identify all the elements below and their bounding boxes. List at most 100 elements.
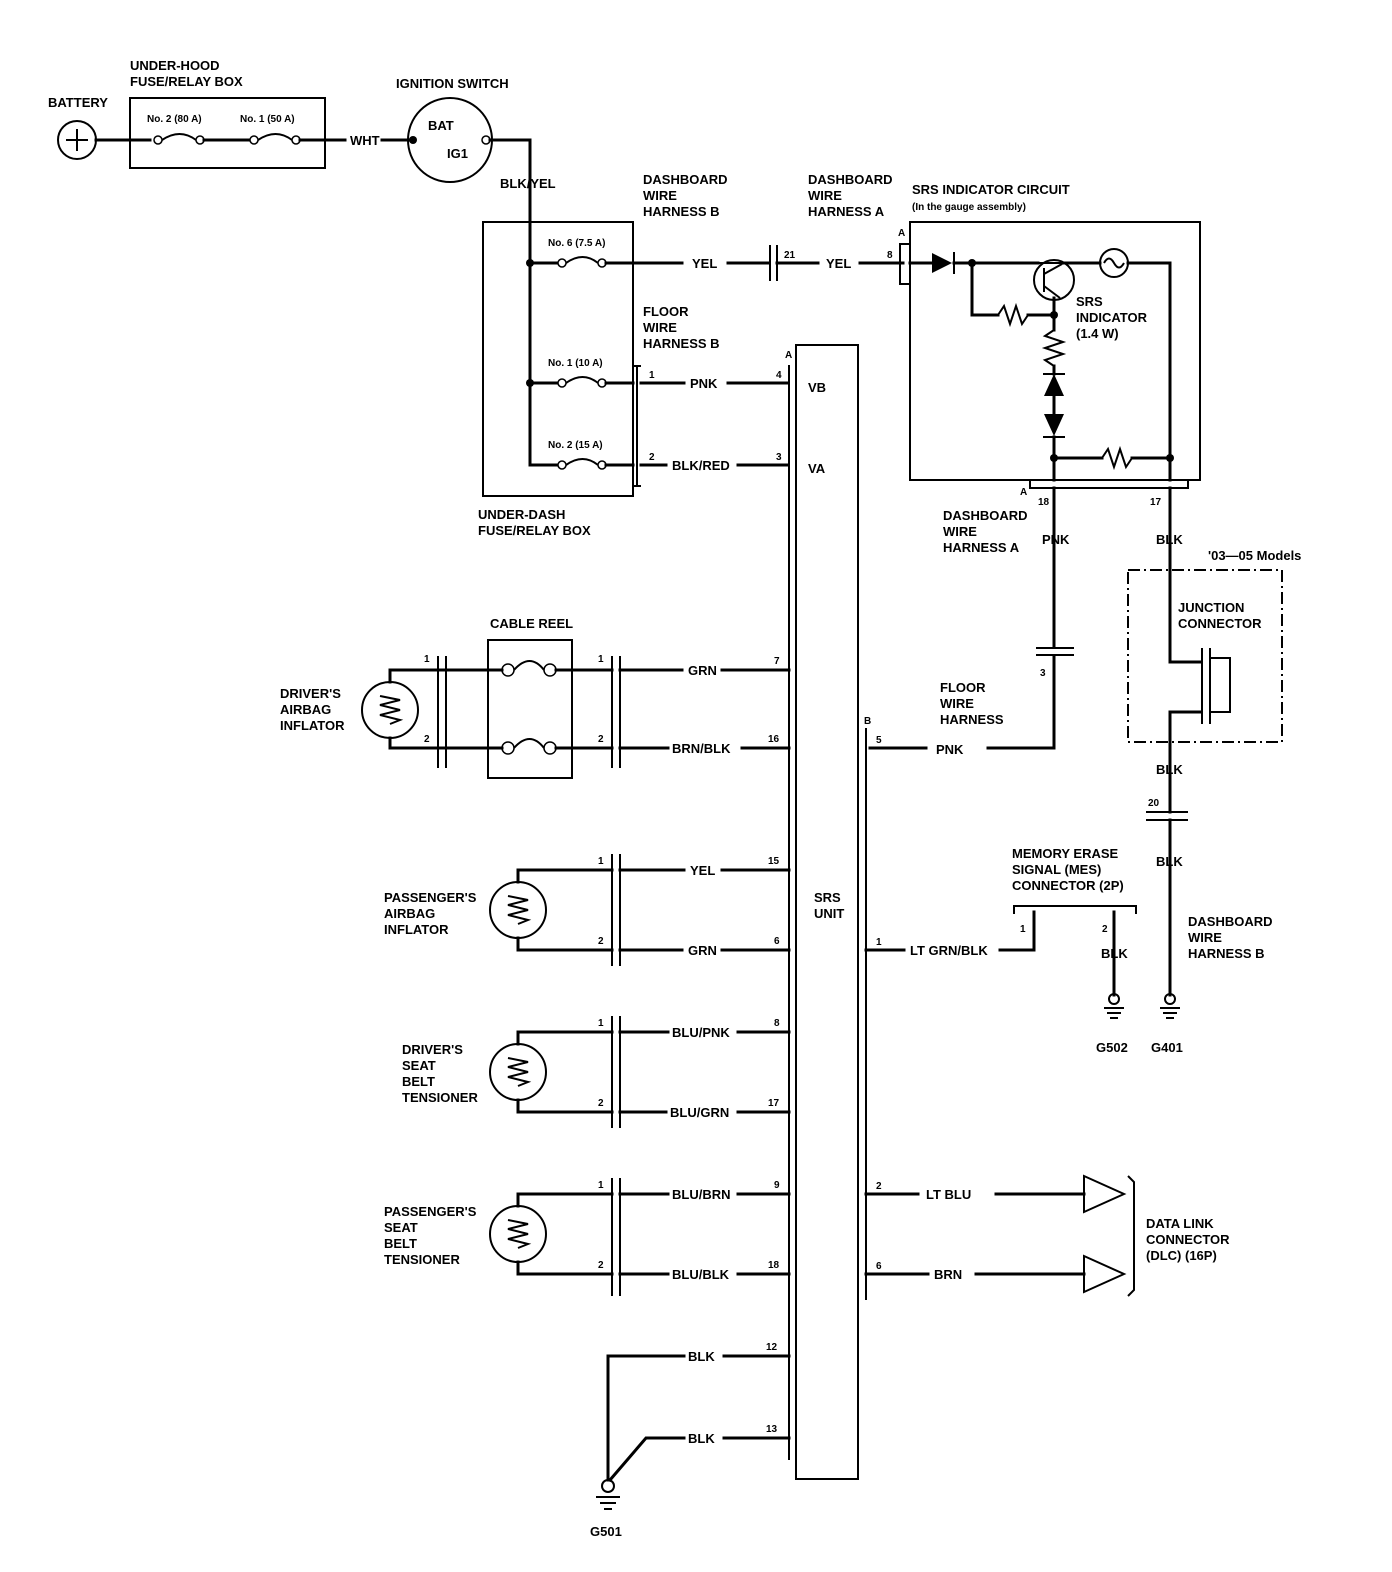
pin-1d: 1 — [598, 654, 604, 665]
pin-2h: 2 — [598, 1098, 604, 1109]
pin-a-gauge-2: A — [1020, 487, 1027, 498]
passenger-tensioner-connector — [611, 1178, 621, 1296]
mes-connector — [1013, 905, 1137, 914]
underhood-fuse-1-label: No. 1 (50 A) — [240, 114, 295, 125]
junction-connector-label-2: CONNECTOR — [1178, 616, 1262, 631]
passengers-tensioner-label-1: PASSENGER'S — [384, 1204, 477, 1219]
wire-blk-13: BLK — [688, 1431, 715, 1446]
mes-connector-label-1: MEMORY ERASE — [1012, 846, 1119, 861]
g502-label: G502 — [1096, 1040, 1128, 1055]
pin-2i: 2 — [598, 1260, 604, 1271]
junction-connector-label-1: JUNCTION — [1178, 600, 1244, 615]
passengers-airbag-label-3: INFLATOR — [384, 922, 449, 937]
pin-2d: 2 — [598, 734, 604, 745]
diode-1 — [1043, 373, 1065, 396]
underhood-box-label-1: UNDER-HOOD — [130, 58, 220, 73]
pin-b-srs: B — [864, 716, 871, 727]
dash-harness-b-top-1: DASHBOARD — [643, 172, 728, 187]
drivers-tensioner-label-3: BELT — [402, 1074, 435, 1089]
junction-connector — [1168, 648, 1231, 724]
dash-harness-a-top-1: DASHBOARD — [808, 172, 893, 187]
driver-airbag-connector — [437, 656, 447, 768]
dash-harness-a-top-2: WIRE — [808, 188, 842, 203]
models-note: '03—05 Models — [1208, 548, 1301, 563]
dash-harness-b-right-2: WIRE — [1188, 930, 1222, 945]
passengers-tensioner-label-2: SEAT — [384, 1220, 418, 1235]
wire-grn-driver: GRN — [688, 663, 717, 678]
floor-harness-b-2: WIRE — [643, 320, 677, 335]
floor-harness-b-3: HARNESS B — [643, 336, 720, 351]
wire-pnk-floor: PNK — [936, 742, 964, 757]
passengers-airbag-inflator-icon — [489, 881, 547, 939]
underdash-fuse-6 — [557, 256, 607, 268]
wire-blu-brn: BLU/BRN — [672, 1187, 731, 1202]
srs-indicator-label-3: (1.4 W) — [1076, 326, 1119, 341]
pin-1h: 1 — [598, 1018, 604, 1029]
cable-reel-connector — [611, 656, 621, 768]
underhood-fuse-2-label: No. 2 (80 A) — [147, 114, 202, 125]
wire-brn: BRN — [934, 1267, 962, 1282]
dash-harness-b-right-3: HARNESS B — [1188, 946, 1265, 961]
pin-15: 15 — [768, 856, 780, 867]
pin-17b: 17 — [768, 1098, 780, 1109]
pin-2-mes: 2 — [1102, 924, 1108, 935]
underdash-fuse-1-label: No. 1 (10 A) — [548, 358, 603, 369]
wire-blk-indicator: BLK — [1156, 532, 1183, 547]
passengers-tensioner-label-3: BELT — [384, 1236, 417, 1251]
dash-harness-b-top-3: HARNESS B — [643, 204, 720, 219]
srs-unit-label-1: SRS — [814, 890, 841, 905]
wire-wht: WHT — [350, 133, 380, 148]
pin-12: 12 — [766, 1342, 778, 1353]
pin-1f: 1 — [876, 937, 882, 948]
pin-9: 9 — [774, 1180, 780, 1191]
ground-g502-icon — [1104, 993, 1124, 1019]
underhood-fuse-1 — [249, 133, 301, 145]
wire-pnk-indicator: PNK — [1042, 532, 1070, 547]
underhood-fuse-relay-box — [129, 97, 326, 169]
pin-20: 20 — [1148, 798, 1160, 809]
wire-blk-junction: BLK — [1156, 762, 1183, 777]
pin-1-mes: 1 — [1020, 924, 1026, 935]
passengers-tensioner-label-4: TENSIONER — [384, 1252, 460, 1267]
wire-grn-passenger: GRN — [688, 943, 717, 958]
srs-va-label: VA — [808, 461, 826, 476]
srs-indicator-label-1: SRS — [1076, 294, 1103, 309]
connector-3-floor — [1036, 647, 1074, 656]
wire-brn-blk: BRN/BLK — [672, 741, 731, 756]
drivers-airbag-label-3: INFLATOR — [280, 718, 345, 733]
srs-unit — [795, 344, 859, 1480]
floor-harness-2: WIRE — [940, 696, 974, 711]
pin-2j: 2 — [876, 1181, 882, 1192]
dash-harness-b-right-1: DASHBOARD — [1188, 914, 1273, 929]
mes-connector-label-2: SIGNAL (MES) — [1012, 862, 1101, 877]
dlc-label-1: DATA LINK — [1146, 1216, 1214, 1231]
pin-2e: 2 — [598, 936, 604, 947]
pin-18: 18 — [1038, 497, 1050, 508]
pin-8: 8 — [887, 250, 893, 261]
wire-blk-red: BLK/RED — [672, 458, 730, 473]
wire-yel-passenger: YEL — [690, 863, 715, 878]
pin-4: 4 — [776, 370, 782, 381]
srs-indicator-label-2: INDICATOR — [1076, 310, 1148, 325]
pin-1e: 1 — [598, 856, 604, 867]
dlc-pin-brn — [1083, 1254, 1127, 1294]
drivers-tensioner-label-2: SEAT — [402, 1058, 436, 1073]
pin-a-gauge-1: A — [898, 228, 905, 239]
diode-input — [932, 252, 955, 274]
pin-1i: 1 — [598, 1180, 604, 1191]
floor-harness-3: HARNESS — [940, 712, 1004, 727]
drivers-airbag-label-1: DRIVER'S — [280, 686, 341, 701]
dlc-pin-lt-blu — [1083, 1174, 1127, 1214]
wire-blk-12: BLK — [688, 1349, 715, 1364]
floor-harness-1: FLOOR — [940, 680, 986, 695]
battery-symbol — [57, 120, 97, 160]
cable-reel — [487, 639, 573, 779]
srs-indicator-circuit-sublabel: (In the gauge assembly) — [912, 202, 1026, 213]
passenger-airbag-connector — [611, 854, 621, 966]
pin-16: 16 — [768, 734, 780, 745]
ignition-switch — [407, 97, 493, 183]
pin-6b: 6 — [876, 1261, 882, 1272]
battery-label: BATTERY — [48, 95, 108, 110]
wire-blk-g401: BLK — [1156, 854, 1183, 869]
